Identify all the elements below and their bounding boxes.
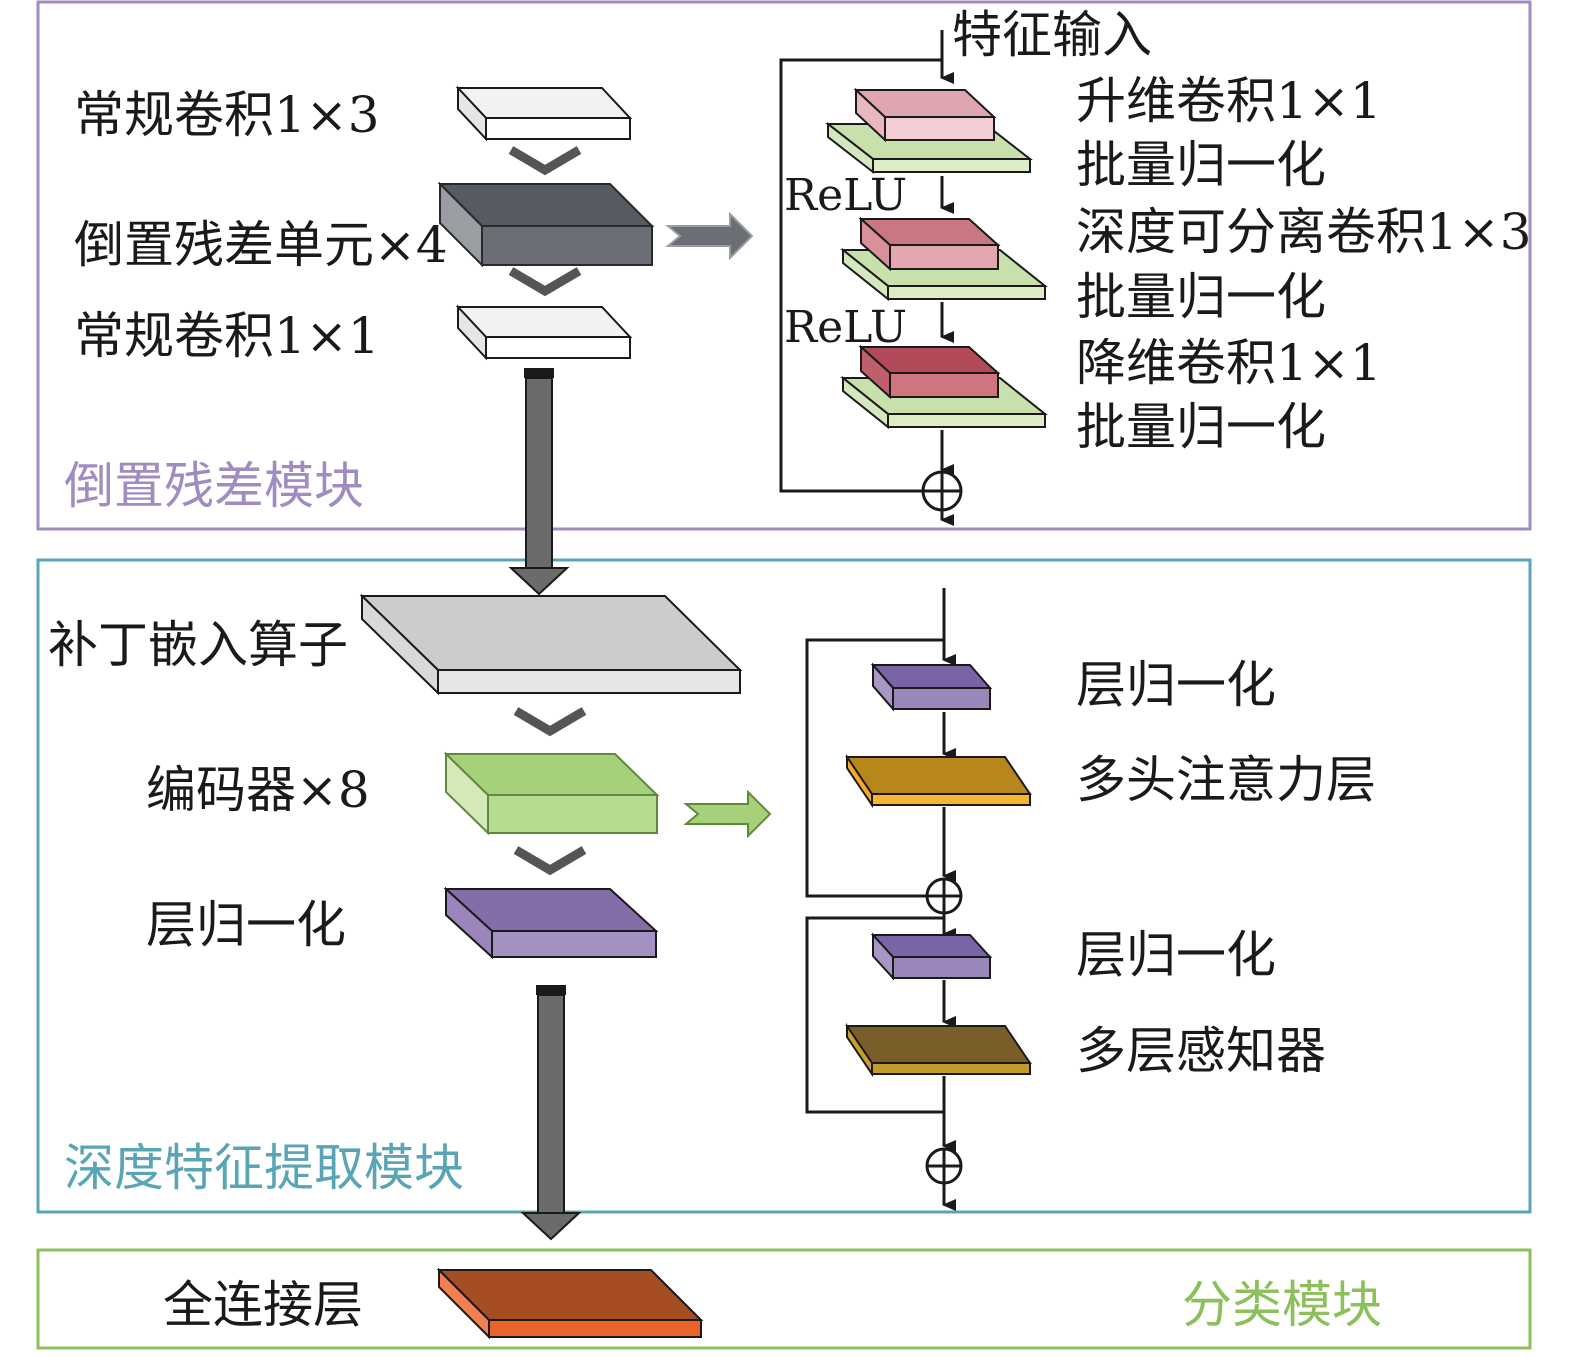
deep-feature-title: 深度特征提取模块 — [64, 1139, 464, 1197]
add-icon — [921, 470, 963, 512]
encoder-ln1-label: 层归一化 — [1076, 656, 1276, 714]
bn3-label: 批量归一化 — [1076, 398, 1326, 456]
classification-title: 分类模块 — [1182, 1276, 1382, 1334]
expand-conv-label: 升维卷积1×1 — [1076, 72, 1382, 130]
bn2-label: 批量归一化 — [1076, 268, 1326, 326]
encoder-ln2-block — [870, 932, 993, 981]
depthwise-conv-bn-stack — [840, 216, 1048, 302]
fully-connected-block — [436, 1267, 704, 1340]
patch-embedding-block — [359, 593, 743, 696]
mlp-block — [845, 1022, 1032, 1078]
layer-norm-block — [443, 886, 659, 960]
down-arrow-icon — [520, 985, 582, 1241]
depthwise-conv-label: 深度可分离卷积1×3 — [1076, 203, 1532, 261]
flow-chevron — [513, 707, 587, 737]
conv-1x3-block — [455, 85, 633, 142]
relu2-label: ReLU — [784, 302, 908, 353]
add-icon — [925, 1147, 963, 1185]
feature-input-label: 特征输入 — [952, 6, 1152, 64]
down-arrow-icon — [508, 368, 570, 596]
relu1-label: ReLU — [784, 170, 908, 221]
inverted-residual-title: 倒置残差模块 — [64, 457, 364, 515]
encoder-ln2-label: 层归一化 — [1076, 926, 1276, 984]
add-icon — [925, 877, 963, 915]
encoder-label: 编码器×8 — [146, 761, 370, 819]
patch-embedding-label: 补丁嵌入算子 — [48, 616, 348, 674]
flow-chevron — [508, 146, 582, 176]
encoder-detail — [805, 588, 956, 1211]
flow-chevron — [513, 846, 587, 876]
flow-chevron — [508, 267, 582, 297]
conv-1x1-label: 常规卷积1×1 — [74, 307, 380, 365]
layer-norm-label: 层归一化 — [146, 896, 346, 954]
expand-arrow-icon — [683, 789, 772, 839]
expand-conv-bn-stack — [825, 87, 1033, 175]
deep-feature-frame — [36, 558, 1532, 1214]
mha-block — [845, 753, 1032, 809]
mha-label: 多头注意力层 — [1076, 751, 1376, 809]
inverted-residual-frame — [36, 0, 1532, 531]
conv-1x3-label: 常规卷积1×3 — [74, 86, 380, 144]
inverted-units-block — [437, 181, 655, 268]
conv-1x1-block — [455, 304, 633, 361]
bn1-label: 批量归一化 — [1076, 136, 1326, 194]
encoder-ln1-block — [870, 662, 993, 712]
classification-frame — [36, 1248, 1532, 1350]
mlp-label: 多层感知器 — [1076, 1022, 1326, 1080]
fully-connected-label: 全连接层 — [163, 1276, 363, 1334]
expand-arrow-icon — [665, 211, 754, 261]
reduce-conv-bn-stack — [840, 344, 1048, 430]
encoder-block — [443, 751, 660, 836]
reduce-conv-label: 降维卷积1×1 — [1076, 334, 1382, 392]
inverted-units-label: 倒置残差单元×4 — [74, 216, 448, 274]
